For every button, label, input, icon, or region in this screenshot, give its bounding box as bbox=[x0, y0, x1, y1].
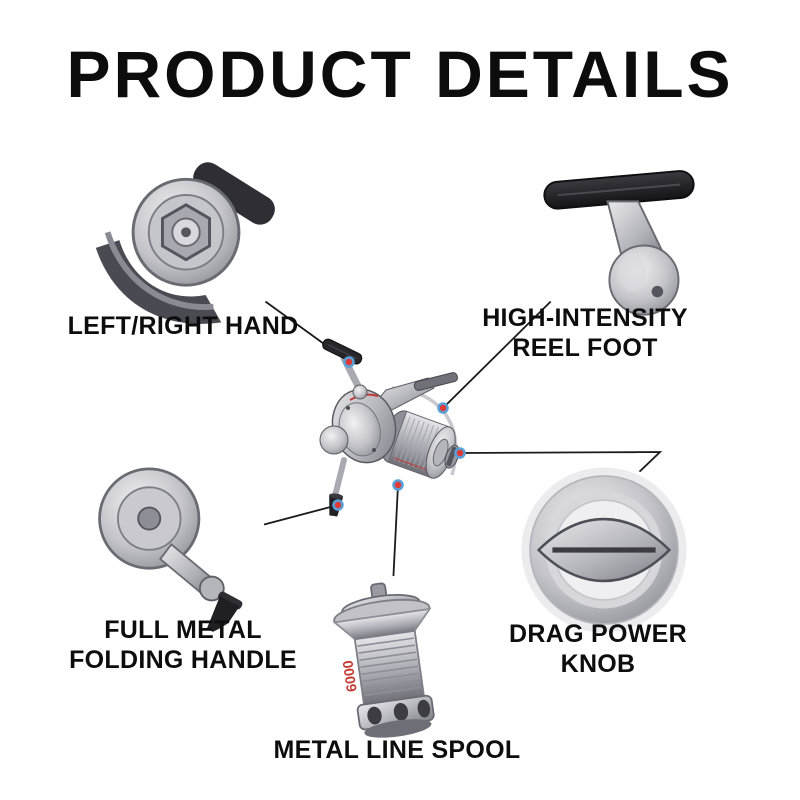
handle-mount-nut bbox=[352, 384, 368, 400]
rotor-swoosh bbox=[95, 240, 222, 324]
callout-label-reel-foot: HIGH-INTENSITY REEL FOOT bbox=[445, 304, 725, 363]
callout-label-left-right-hand: LEFT/RIGHT HAND bbox=[33, 312, 333, 342]
reel-image bbox=[319, 338, 460, 517]
callout-image-line-spool: 6000 bbox=[300, 576, 478, 754]
gearbox-rear bbox=[319, 425, 349, 455]
label-line: FULL METAL bbox=[104, 616, 262, 644]
callout-label-drag-knob: DRAG POWER KNOB bbox=[458, 620, 738, 679]
callout-image-left-right-hand bbox=[88, 146, 284, 342]
handle-arm-detail bbox=[193, 162, 275, 225]
left-right-hand-photo bbox=[88, 146, 284, 342]
label-line: FOLDING HANDLE bbox=[69, 645, 297, 674]
label-line: LEFT/RIGHT HAND bbox=[67, 312, 299, 340]
callout-image-reel-foot bbox=[523, 138, 715, 330]
label-line: METAL LINE SPOOL bbox=[273, 736, 521, 764]
label-line: KNOB bbox=[560, 649, 636, 678]
reel-foot-plate bbox=[413, 372, 458, 391]
folded-handle-stem bbox=[332, 457, 347, 499]
foot-pad bbox=[543, 170, 695, 210]
drag-knob-photo bbox=[518, 464, 690, 636]
marker-dot bbox=[454, 447, 466, 459]
marker-dot bbox=[332, 499, 344, 511]
label-line: REEL FOOT bbox=[512, 333, 658, 362]
callout-label-folding-handle: FULL METAL FOLDING HANDLE bbox=[33, 616, 333, 675]
label-line: DRAG POWER bbox=[509, 620, 687, 648]
marker-dot bbox=[343, 356, 355, 368]
spool-size-marking: 6000 bbox=[340, 659, 360, 693]
label-line: HIGH-INTENSITY bbox=[482, 304, 688, 332]
callout-image-drag-knob bbox=[518, 464, 690, 636]
callout-label-line-spool: METAL LINE SPOOL bbox=[247, 736, 547, 766]
callout-image-folding-handle bbox=[83, 456, 267, 640]
folding-handle-photo bbox=[83, 456, 267, 640]
reel-foot-photo bbox=[523, 138, 715, 330]
grip-cone bbox=[206, 591, 243, 636]
marker-dot bbox=[437, 402, 449, 414]
line-spool-photo: 6000 bbox=[300, 576, 478, 754]
spool-graphic: 6000 bbox=[332, 582, 435, 738]
marker-dot bbox=[392, 479, 404, 491]
page-title: PRODUCT DETAILS bbox=[66, 37, 734, 111]
fold-joint bbox=[198, 575, 225, 602]
